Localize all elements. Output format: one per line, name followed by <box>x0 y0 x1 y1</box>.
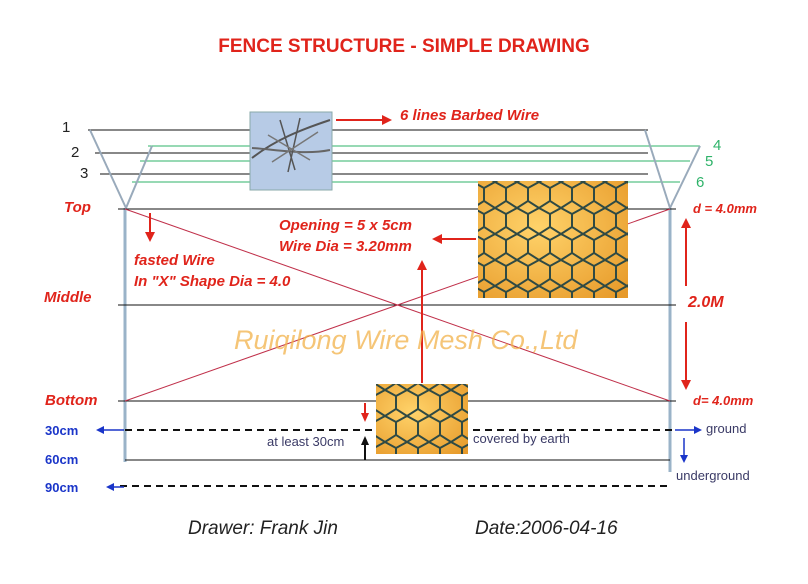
opening-label: Opening = 5 x 5cm <box>279 217 412 234</box>
d-top-label: d = 4.0mm <box>693 201 757 216</box>
depth-30cm: 30cm <box>45 423 79 438</box>
wire-number-5: 5 <box>705 153 714 170</box>
page-title: FENCE STRUCTURE - SIMPLE DRAWING <box>218 36 590 57</box>
x-shape-label: In "X" Shape Dia = 4.0 <box>134 273 291 290</box>
covered-label: covered by earth <box>473 431 570 446</box>
chain-link-photo-large <box>478 181 628 298</box>
fasted-wire-label: fasted Wire <box>134 252 215 269</box>
watermark: Ruiqilong Wire Mesh Co.,Ltd <box>234 325 578 355</box>
left-arm-inner <box>125 145 153 209</box>
mesh-arrow-head <box>417 260 427 270</box>
right-arm-inner <box>644 129 671 209</box>
barbed-wire-photo <box>249 111 333 191</box>
d-bottom-label: d= 4.0mm <box>693 393 754 408</box>
height-arrow-up-head <box>681 218 691 228</box>
height-arrow-down-head <box>681 380 691 390</box>
depth-90cm: 90cm <box>45 480 79 495</box>
level-middle: Middle <box>44 289 92 306</box>
opening-arrow-head <box>432 234 442 244</box>
fasted-arrow-head <box>145 232 155 242</box>
height-label: 2.0M <box>688 294 724 311</box>
min-depth-arrow-red-head <box>361 413 369 422</box>
barbed-wire-label: 6 lines Barbed Wire <box>400 107 540 124</box>
at-least-label: at least 30cm <box>267 434 345 449</box>
wire-number-3: 3 <box>80 165 89 182</box>
right-arm-outer <box>669 145 701 209</box>
barbed-arrow-head <box>382 115 392 125</box>
wire-number-1: 1 <box>62 119 71 136</box>
chain-link-photo-small <box>376 384 468 454</box>
wire-number-4: 4 <box>713 137 722 154</box>
wire-dia-label: Wire Dia = 3.20mm <box>279 238 412 255</box>
level-top: Top <box>64 199 91 216</box>
wire-number-6: 6 <box>696 174 705 191</box>
depth-60cm: 60cm <box>45 452 79 467</box>
underground-arrow-head <box>680 455 688 463</box>
level-bottom: Bottom <box>45 392 98 409</box>
left-arm-outer <box>89 129 127 209</box>
wire-number-2: 2 <box>71 144 80 161</box>
arrow-90cm-head <box>106 483 114 491</box>
underground-label: underground <box>676 468 750 483</box>
min-depth-arrow-black-head <box>361 436 369 445</box>
ground-arrow-head <box>694 426 702 434</box>
arrow-30cm-head <box>96 426 104 434</box>
date-label: Date:2006-04-16 <box>475 518 618 539</box>
drawer-label: Drawer: Frank Jin <box>188 518 338 539</box>
ground-label: ground <box>706 421 747 436</box>
